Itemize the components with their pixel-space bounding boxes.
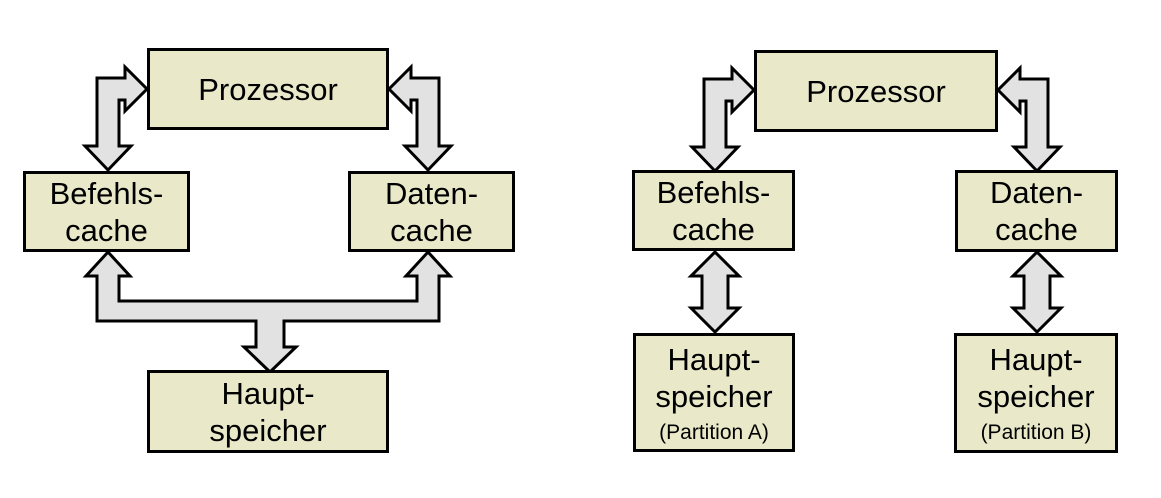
right-node-befehlscache: Befehls- cache [632,170,795,251]
right-prozessor-befehlscache-arrow [688,64,757,174]
right-node-hauptspeicher-partition-a: Haupt- speicher (Partition A) [633,333,795,452]
right-node-hauptspeicherA-label-line1: Haupt- [667,341,761,377]
left-node-befehlscache-label-line1: Befehls- [49,175,164,211]
left-node-befehlscache: Befehls- cache [23,171,190,252]
left-node-datencache: Daten- cache [348,171,515,252]
right-node-hauptspeicherA-partition-note: (Partition A) [659,420,769,444]
right-node-befehlscache-label-line1: Befehls- [656,174,771,210]
right-node-prozessor: Prozessor [754,50,998,132]
left-node-hauptspeicher-label-line1: Haupt- [221,375,315,411]
left-node-prozessor: Prozessor [147,48,389,130]
right-node-hauptspeicherB-partition-note: (Partition B) [980,421,1092,444]
right-node-hauptspeicherB-label-line1: Haupt- [989,342,1083,377]
left-prozessor-datencache-arrow [386,63,455,173]
left-node-prozessor-label: Prozessor [198,71,338,107]
right-node-hauptspeicher-partition-b: Haupt- speicher (Partition B) [954,333,1118,453]
right-befehlscache-hauptspeicherA-arrow [687,249,743,335]
right-node-datencache-label-line2: cache [995,212,1078,247]
right-node-datencache: Daten- cache [955,170,1118,252]
right-datencache-hauptspeicherB-arrow [1009,249,1065,335]
left-hauptspeicher-caches-merge-arrow [82,249,454,375]
left-node-datencache-label-line1: Daten- [384,175,479,211]
right-node-datencache-label-line1: Daten- [989,175,1084,210]
left-node-befehlscache-label-line2: cache [65,212,148,248]
left-prozessor-befehlscache-arrow [81,63,150,173]
right-node-befehlscache-label-line2: cache [672,211,755,247]
right-node-prozessor-label: Prozessor [806,73,946,109]
left-node-hauptspeicher-label-line2: speicher [209,412,327,448]
right-prozessor-datencache-arrow [995,64,1064,174]
left-node-datencache-label-line2: cache [390,212,473,248]
right-node-hauptspeicherB-label-line2: speicher [977,379,1095,414]
right-node-hauptspeicherA-label-line2: speicher [655,378,773,414]
left-node-hauptspeicher: Haupt- speicher [147,370,389,453]
